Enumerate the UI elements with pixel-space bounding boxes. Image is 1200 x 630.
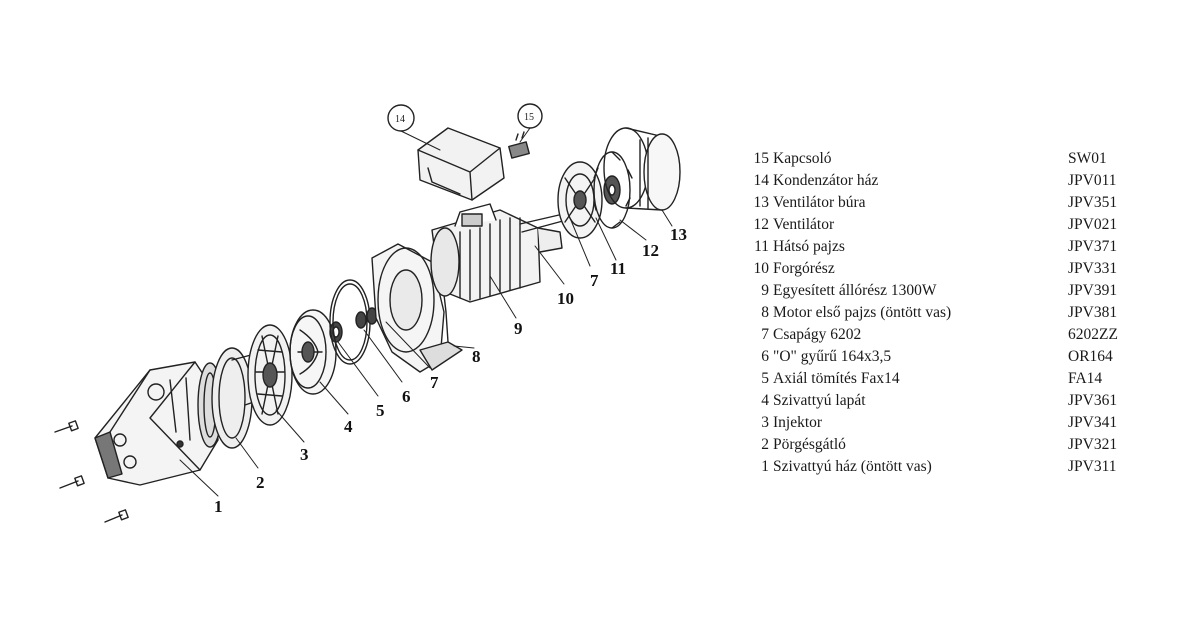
part-code: JPV381 <box>1068 304 1118 321</box>
part-number: 6 <box>761 348 769 365</box>
callout-7: 7 <box>430 373 439 392</box>
callout-2: 2 <box>256 473 265 492</box>
callout-6: 6 <box>402 387 411 406</box>
part-code: SW01 <box>1068 150 1107 167</box>
part-number: 14 <box>753 172 770 189</box>
callout-3: 3 <box>300 445 309 464</box>
screw-icon <box>104 509 129 523</box>
part-code: JPV341 <box>1068 414 1118 431</box>
part-description: Kondenzátor ház <box>773 172 879 189</box>
part-code: JPV311 <box>1068 458 1117 475</box>
part-number: 2 <box>761 436 769 453</box>
callout-10: 10 <box>557 289 574 308</box>
impeller-part <box>289 309 337 395</box>
part-code: JPV361 <box>1068 392 1118 409</box>
motor-front-shield-part <box>371 243 463 373</box>
fan-part <box>593 151 633 229</box>
part-code: OR164 <box>1068 348 1113 365</box>
stator-motor-part <box>430 203 563 303</box>
part-number: 3 <box>761 414 769 431</box>
part-description: Injektor <box>773 414 823 431</box>
callout-12: 12 <box>642 241 659 260</box>
part-number: 4 <box>761 392 769 409</box>
callout-15: 15 <box>524 112 534 123</box>
part-code: FA14 <box>1068 370 1103 387</box>
callout-1: 1 <box>214 497 223 516</box>
part-code: JPV351 <box>1068 194 1118 211</box>
part-code: JPV371 <box>1068 238 1118 255</box>
part-code: 6202ZZ <box>1068 326 1118 343</box>
part-description: Ventilátor búra <box>773 194 866 211</box>
callout-7: 7 <box>590 271 599 290</box>
callout-5: 5 <box>376 401 385 420</box>
part-description: Pörgésgátló <box>773 436 846 453</box>
part-description: Egyesített állórész 1300W <box>773 282 937 299</box>
part-code: JPV021 <box>1068 216 1118 233</box>
callout-13: 13 <box>670 225 687 244</box>
part-number: 11 <box>754 238 769 255</box>
part-description: Forgórész <box>773 260 835 277</box>
injector-part <box>247 324 293 426</box>
part-description: Szivattyú ház (öntött vas) <box>773 458 932 475</box>
screw-icon <box>54 420 79 433</box>
callout-4: 4 <box>344 417 353 436</box>
part-number: 1 <box>761 458 769 475</box>
capacitor-housing-part <box>417 127 505 201</box>
part-description: Ventilátor <box>773 216 835 233</box>
part-description: Csapágy 6202 <box>773 326 862 343</box>
part-number: 12 <box>753 216 770 233</box>
part-description: "O" gyűrű 164x3,5 <box>773 348 892 365</box>
parts-list-row: 6"O" gyűrű 164x3,5 OR164 <box>745 346 1165 368</box>
part-description: Axiál tömítés Fax14 <box>773 370 900 387</box>
part-code: JPV331 <box>1068 260 1118 277</box>
part-description: Motor első pajzs (öntött vas) <box>773 304 952 321</box>
screw-icon <box>59 475 85 489</box>
callout-14: 14 <box>395 114 405 125</box>
part-code: JPV011 <box>1068 172 1117 189</box>
part-number: 15 <box>753 150 770 167</box>
part-number: 5 <box>761 370 769 387</box>
rear-shield-part <box>557 161 603 239</box>
pump-housing-part <box>94 361 223 486</box>
part-number: 7 <box>761 326 769 343</box>
part-code: JPV321 <box>1068 436 1118 453</box>
callout-11: 11 <box>610 259 626 278</box>
part-description: Kapcsoló <box>773 150 832 167</box>
part-number: 13 <box>753 194 770 211</box>
part-code: JPV391 <box>1068 282 1118 299</box>
part-number: 10 <box>753 260 770 277</box>
part-description: Hátsó pajzs <box>773 238 845 255</box>
callout-8: 8 <box>472 347 481 366</box>
part-description: Szivattyú lapát <box>773 392 866 409</box>
callout-9: 9 <box>514 319 523 338</box>
part-number: 9 <box>761 282 769 299</box>
switch-part <box>508 131 530 159</box>
part-number: 8 <box>761 304 769 321</box>
fan-cover-part <box>603 127 681 211</box>
